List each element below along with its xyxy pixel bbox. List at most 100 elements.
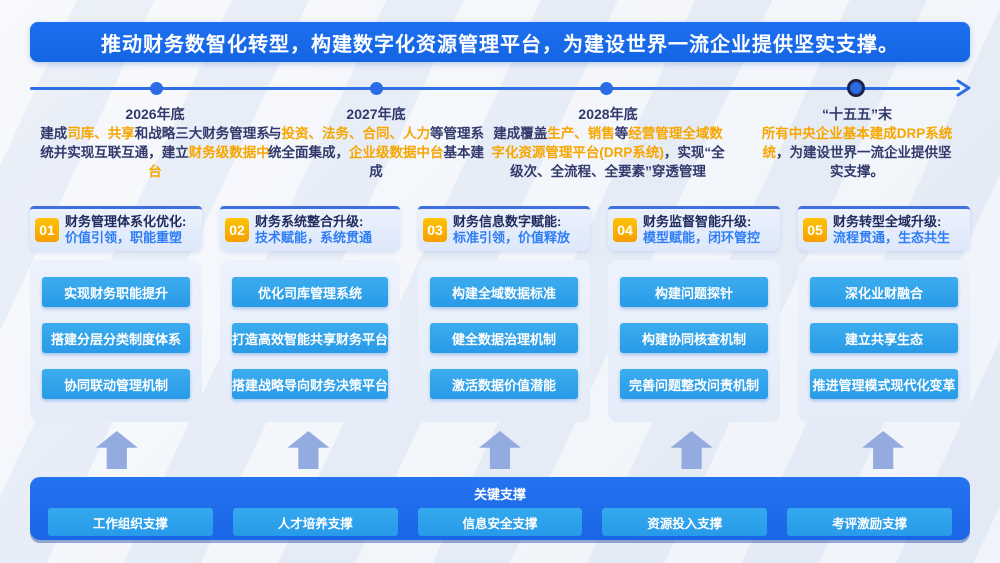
pillar-item: 完善问题整改问责机制 bbox=[620, 369, 768, 399]
arrow-cell-5 bbox=[796, 431, 970, 469]
milestone-highlight-text: 所有中央企业基本建成DRP系统统 bbox=[761, 126, 953, 160]
milestone-plain-text: 和战略三大财务管理系统并实现互联互通，建立 bbox=[40, 126, 270, 160]
timeline-dot-1 bbox=[149, 82, 163, 95]
timeline-dot-2 bbox=[369, 82, 383, 95]
pillar-subtitle: 模型赋能，闭环管控 bbox=[643, 230, 761, 245]
pillar-panel-5: 深化业财融合建立共享生态推进管理模式现代化变革 bbox=[798, 260, 970, 422]
timeline-dot-4 bbox=[847, 79, 865, 97]
pillar-item: 协同联动管理机制 bbox=[42, 369, 190, 399]
arrow-cell-3 bbox=[413, 431, 587, 469]
timeline-arrowhead-icon bbox=[956, 79, 971, 97]
support-bar-title: 关键支撑 bbox=[473, 487, 526, 502]
milestone-text: 所有中央企业基本建成DRP系统统，为建设世界一流企业提供坚实支撑。 bbox=[759, 124, 955, 181]
support-bar: 关键支撑 工作组织支撑人才培养支撑信息安全支撑资源投入支撑考评激励支撑 bbox=[30, 477, 970, 540]
arrow-cell-1 bbox=[30, 431, 204, 469]
pillar-title: 财务信息数字赋能: bbox=[453, 214, 562, 229]
milestone-4: “十五五”末所有中央企业基本建成DRP系统统，为建设世界一流企业提供坚实支撑。 bbox=[759, 105, 955, 181]
pillar-header-text: 财务信息数字赋能:标准引领，价值释放 bbox=[453, 214, 570, 246]
pillar-number-badge: 05 bbox=[803, 218, 827, 242]
milestone-plain-text: 等管理系统全面集成， bbox=[268, 126, 484, 160]
pillar-item: 优化司库管理系统 bbox=[231, 277, 388, 307]
pillar-number-badge: 03 bbox=[423, 218, 447, 242]
milestone-plain-text: 与 bbox=[268, 126, 282, 141]
milestone-3: 2028年底建成覆盖生产、销售等经营管理全域数字化资源管理平台(DRP系统)，实… bbox=[487, 105, 729, 181]
pillar-title: 财务管理体系化优化: bbox=[65, 214, 187, 229]
timeline-line bbox=[30, 87, 960, 90]
pillar-subtitle: 价值引领，职能重塑 bbox=[65, 230, 183, 245]
milestone-1: 2026年底建成司库、共享和战略三大财务管理系统并实现互联互通，建立财务级数据中… bbox=[40, 105, 270, 181]
up-arrow-icon bbox=[95, 431, 138, 469]
pillar-item: 构建全域数据标准 bbox=[430, 277, 578, 307]
up-arrow-icon bbox=[670, 431, 713, 469]
milestone-highlight-text: 经营管理全域数字化资源管理平台(DRP系统) bbox=[491, 126, 723, 160]
pillar-subtitle: 技术赋能，系统贯通 bbox=[254, 230, 372, 245]
milestone-text: 建成覆盖生产、销售等经营管理全域数字化资源管理平台(DRP系统)，实现“全级次、… bbox=[487, 124, 729, 181]
banner: 推动财务数智化转型，构建数字化资源管理平台，为建设世界一流企业提供坚实支撑。 bbox=[30, 22, 970, 62]
milestone-plain-text: ，实现“全级次、全流程、全要素”穿透管理 bbox=[510, 145, 725, 179]
pillar-panel-1: 实现财务职能提升搭建分层分类制度体系协同联动管理机制 bbox=[30, 260, 202, 422]
milestone-year: 2026年底 bbox=[125, 106, 185, 122]
milestone-highlight-text: 投资、法务、合同、人力 bbox=[281, 126, 431, 141]
milestone-text: 与投资、法务、合同、人力等管理系统全面集成，企业级数据中台基本建成 bbox=[268, 124, 484, 181]
pillar-number-badge: 01 bbox=[35, 218, 59, 242]
up-arrow-icon bbox=[478, 431, 521, 469]
pillar-number-badge: 04 bbox=[613, 218, 637, 242]
support-item: 资源投入支撑 bbox=[602, 508, 768, 536]
pillar-item: 激活数据价值潜能 bbox=[430, 369, 578, 399]
arrow-cell-4 bbox=[605, 431, 779, 469]
up-arrow-icon bbox=[862, 431, 905, 469]
milestone-highlight-text: 财务级数据中台 bbox=[148, 145, 270, 179]
timeline-dot-3 bbox=[599, 82, 613, 95]
milestone-plain-text: 等 bbox=[614, 126, 629, 141]
milestone-2: 2027年底与投资、法务、合同、人力等管理系统全面集成，企业级数据中台基本建成 bbox=[268, 105, 484, 181]
pillar-item: 搭建分层分类制度体系 bbox=[42, 323, 190, 353]
pillar-header-text: 财务监督智能升级:模型赋能，闭环管控 bbox=[643, 214, 760, 246]
milestone-year: “十五五”末 bbox=[822, 106, 892, 122]
pillar-subtitle: 流程贯通，生态共生 bbox=[833, 230, 951, 245]
up-arrow-icon bbox=[287, 431, 330, 469]
pillar-item: 构建协同核查机制 bbox=[620, 323, 768, 353]
pillar-header-text: 财务系统整合升级:技术赋能，系统贯通 bbox=[255, 214, 372, 246]
milestone-text: 建成司库、共享和战略三大财务管理系统并实现互联互通，建立财务级数据中台 bbox=[40, 124, 270, 181]
pillar-item: 深化业财融合 bbox=[810, 277, 958, 307]
arrow-cell-2 bbox=[222, 431, 396, 469]
milestone-plain-text: 基本建成 bbox=[369, 145, 484, 179]
pillar-title: 财务系统整合升级: bbox=[254, 214, 364, 229]
support-item: 信息安全支撑 bbox=[417, 508, 583, 536]
support-item: 工作组织支撑 bbox=[48, 508, 213, 536]
milestone-plain-text: ，为建设世界一流企业提供坚实支撑。 bbox=[776, 145, 952, 179]
pillar-item: 实现财务职能提升 bbox=[42, 277, 190, 307]
pillar-item: 构建问题探针 bbox=[620, 277, 768, 307]
pillar-item: 打造高效智能共享财务平台 bbox=[231, 323, 388, 353]
milestone-highlight-text: 企业级数据中台 bbox=[349, 145, 444, 160]
banner-title: 推动财务数智化转型，构建数字化资源管理平台，为建设世界一流企业提供坚实支撑。 bbox=[101, 33, 899, 56]
up-arrows bbox=[30, 431, 970, 469]
pillar-item: 建立共享生态 bbox=[810, 323, 958, 353]
pillar-item: 推进管理模式现代化变革 bbox=[810, 369, 958, 399]
pillar-item: 健全数据治理机制 bbox=[430, 323, 578, 353]
pillar-panel-3: 构建全域数据标准健全数据治理机制激活数据价值潜能 bbox=[418, 260, 590, 422]
pillar-header-text: 财务转型全域升级:流程贯通，生态共生 bbox=[833, 214, 950, 246]
milestone-highlight-text: 司库、共享 bbox=[67, 126, 135, 141]
pillar-panel-2: 优化司库管理系统打造高效智能共享财务平台搭建战略导向财务决策平台 bbox=[219, 260, 400, 422]
pillar-number-badge: 02 bbox=[224, 218, 249, 242]
milestone-highlight-text: 生产、销售 bbox=[547, 126, 615, 141]
milestone-plain-text: 建成覆盖 bbox=[493, 126, 548, 141]
milestone-year: 2027年底 bbox=[346, 106, 406, 122]
pillar-subtitle: 标准引领，价值释放 bbox=[453, 230, 571, 245]
pillar-header-text: 财务管理体系化优化:价值引领，职能重塑 bbox=[65, 214, 186, 246]
support-items: 工作组织支撑人才培养支撑信息安全支撑资源投入支撑考评激励支撑 bbox=[30, 503, 970, 536]
pillar-panel-4: 构建问题探针构建协同核查机制完善问题整改问责机制 bbox=[608, 260, 780, 422]
pillar-title: 财务转型全域升级: bbox=[833, 214, 942, 229]
pillar-title: 财务监督智能升级: bbox=[643, 214, 752, 229]
